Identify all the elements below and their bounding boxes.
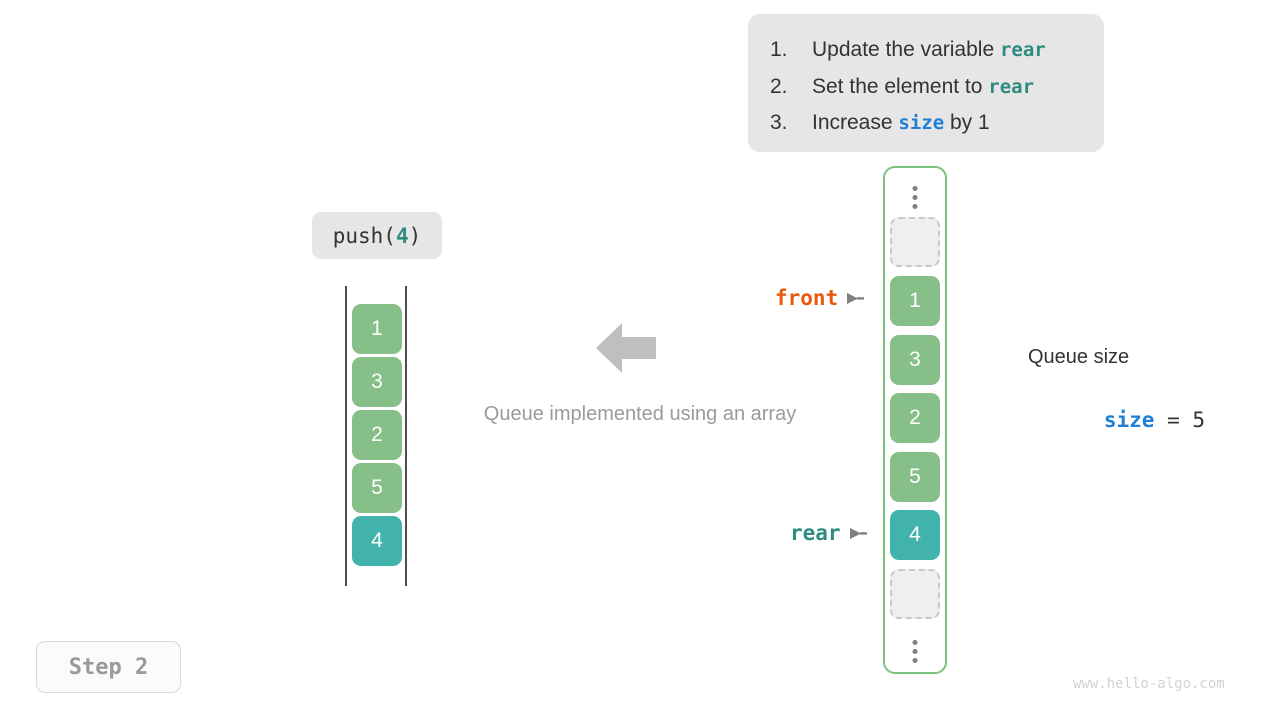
operation-paren-close: ) bbox=[408, 223, 422, 248]
rear-pointer: rear bbox=[790, 521, 867, 545]
array-cell: 2 bbox=[890, 393, 940, 443]
rear-pointer-label: rear bbox=[790, 521, 841, 545]
operation-name: push( bbox=[332, 223, 396, 248]
pointer-arrow-icon bbox=[849, 527, 867, 540]
array-cell: 5 bbox=[890, 452, 940, 502]
queue-cell: 3 bbox=[352, 357, 402, 407]
instructions-panel: 1. Update the variable rear 2. Set the e… bbox=[748, 14, 1104, 152]
array-cell-empty bbox=[890, 569, 940, 619]
pointer-arrow-icon bbox=[847, 292, 865, 305]
array-cell-new: 4 bbox=[890, 510, 940, 560]
instruction-text-post: by 1 bbox=[944, 111, 990, 134]
queue-size-title: Queue size bbox=[1028, 346, 1130, 368]
queue-cell: 2 bbox=[352, 410, 402, 460]
queue-rail-right bbox=[405, 286, 407, 586]
queue-cell: 1 bbox=[352, 304, 402, 354]
queue-cell-new: 4 bbox=[352, 516, 402, 566]
queue-size-expression: size = 5 bbox=[1028, 381, 1228, 459]
instruction-text: Increase bbox=[812, 111, 899, 134]
array-cell-empty bbox=[890, 217, 940, 267]
instruction-keyword-size: size bbox=[898, 112, 945, 134]
size-variable-name: size bbox=[1103, 408, 1155, 432]
instruction-item-1: 1. Update the variable rear bbox=[770, 32, 1084, 69]
instruction-text: Update the variable bbox=[812, 38, 1000, 61]
operation-argument: 4 bbox=[395, 223, 409, 248]
size-operator: = bbox=[1154, 408, 1193, 432]
diagram-caption: Queue implemented using an array bbox=[483, 403, 797, 425]
instruction-keyword-rear: rear bbox=[999, 39, 1046, 61]
instruction-number: 2. bbox=[770, 74, 788, 98]
queue-rail-left bbox=[345, 286, 347, 586]
vertical-ellipsis-icon-bottom bbox=[912, 640, 918, 663]
step-badge: Step 2 bbox=[36, 641, 181, 693]
queue-size-block: Queue size size = 5 bbox=[1028, 342, 1228, 459]
instruction-number: 1. bbox=[770, 38, 788, 61]
array-container: 1 3 2 5 4 bbox=[883, 166, 947, 674]
instruction-text: Set the element to bbox=[812, 74, 989, 98]
queue-cell: 5 bbox=[352, 463, 402, 513]
front-pointer: front bbox=[775, 286, 865, 310]
front-pointer-label: front bbox=[775, 286, 839, 310]
instruction-item-2: 2. Set the element to rear bbox=[770, 69, 1084, 106]
arrow-left-icon bbox=[596, 322, 656, 374]
instruction-item-3: 3. Increase size by 1 bbox=[770, 105, 1084, 142]
size-value: 5 bbox=[1192, 408, 1206, 432]
array-cell: 1 bbox=[890, 276, 940, 326]
operation-label: push(4) bbox=[312, 212, 442, 259]
instruction-number: 3. bbox=[770, 111, 788, 134]
array-cell: 3 bbox=[890, 335, 940, 385]
vertical-ellipsis-icon-top bbox=[912, 186, 918, 209]
instruction-keyword-rear: rear bbox=[988, 75, 1035, 98]
abstract-queue: 1 3 2 5 4 bbox=[344, 286, 410, 586]
watermark: www.hello-algo.com bbox=[1073, 676, 1225, 692]
